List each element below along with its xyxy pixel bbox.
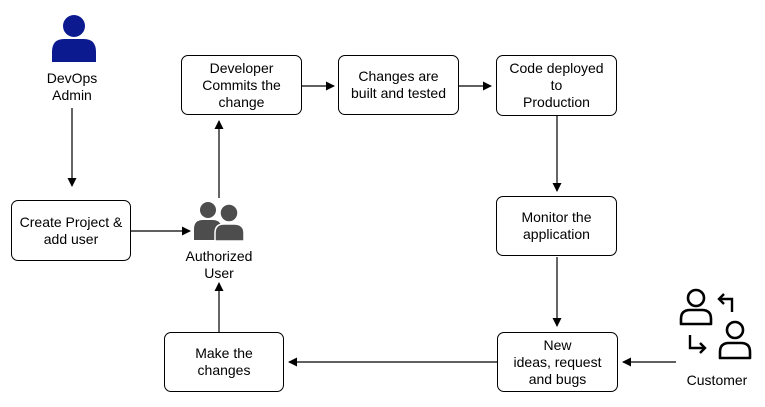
monitor-application-box: Monitor the application [496, 196, 617, 256]
users-group-icon [194, 202, 245, 241]
changes-built-box: Changes are built and tested [338, 55, 459, 115]
code-deployed-box: Code deployed to Production [496, 55, 617, 116]
create-project-box: Create Project & add user [11, 200, 131, 261]
customer-label: Customer [686, 372, 748, 388]
person-icon [52, 15, 96, 62]
new-ideas-box: New ideas, request and bugs [497, 332, 618, 392]
developer-commits-box: Developer Commits the change [181, 55, 302, 115]
make-changes-box: Make the changes [164, 332, 284, 392]
devops-admin-label: DevOps Admin [46, 70, 98, 103]
authorized-user-label: Authorized User [185, 248, 253, 281]
user-switch-icon [679, 288, 752, 360]
